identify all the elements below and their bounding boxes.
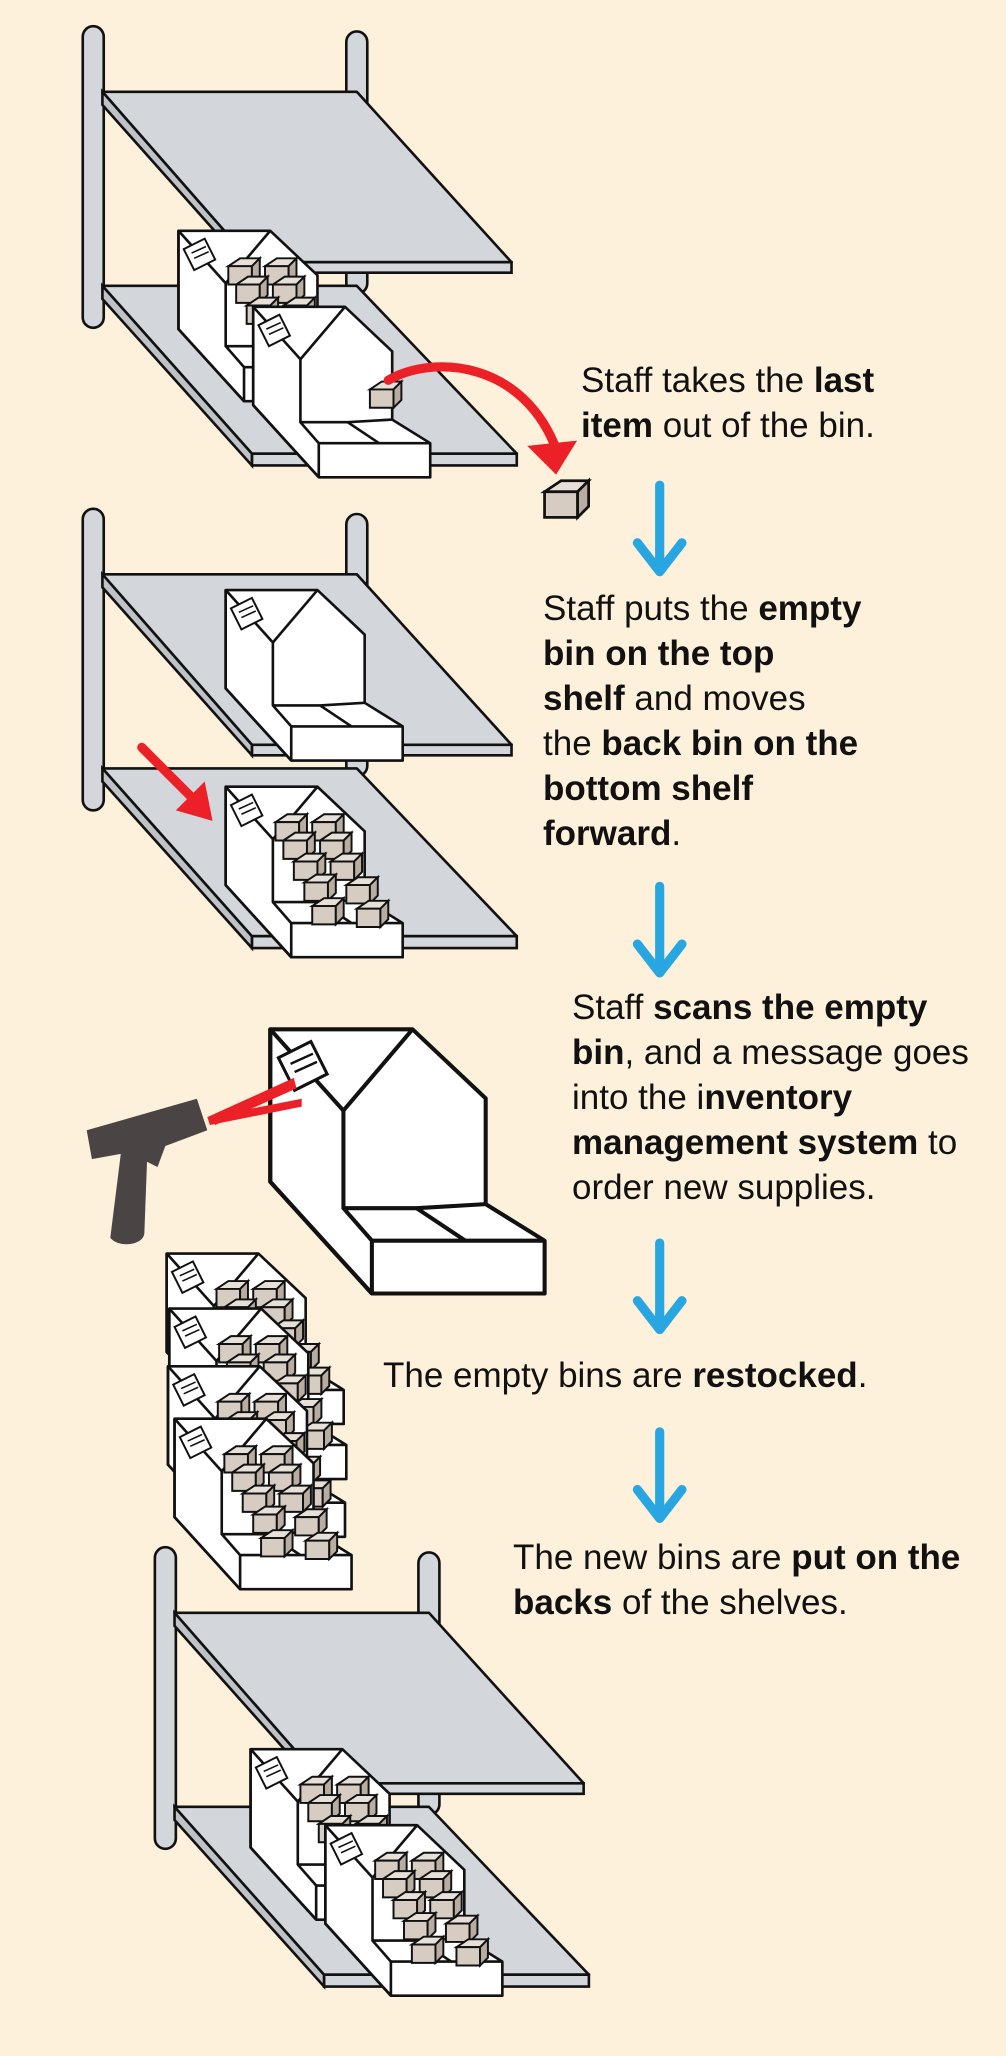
red-arrowhead-icon [527, 440, 578, 475]
restocked-bin-stack [167, 1254, 352, 1590]
step-2-segment: and moves the [543, 679, 806, 763]
step-3-segment: nventory management system [572, 1078, 919, 1162]
step-4-segment: restocked [692, 1356, 858, 1395]
step-3-segment: Staff [572, 988, 654, 1027]
shelf-unit-3 [153, 1545, 591, 1988]
red-arrowhead-icon-2 [175, 781, 213, 821]
step-5-text: The new bins are put on the backs of the… [513, 1535, 963, 1625]
blue-down-arrow-icon-2 [637, 886, 682, 973]
step-5-segment: The new bins are [513, 1538, 792, 1577]
step-1-segment: last item [581, 361, 875, 445]
step-2-segment: back bin on the bottom shelf forward [543, 724, 859, 853]
barcode-scanner-icon [86, 1077, 302, 1245]
blue-down-arrow-icon [637, 485, 682, 572]
step-3-text: Staff scans the empty bin, and a message… [572, 985, 992, 1210]
step-4-text: The empty bins are restocked. [383, 1353, 943, 1398]
step-4-segment: . [857, 1356, 868, 1395]
step-4-segment: The empty bins are [383, 1356, 693, 1395]
step-2-segment: empty bin on the top shelf [543, 589, 862, 718]
blue-down-arrow-icon-4 [637, 1432, 682, 1519]
step-5-segment: of the shelves. [612, 1583, 848, 1622]
red-arrow-icon-2 [137, 742, 202, 808]
step-1-segment: out of the bin. [652, 406, 875, 445]
step-5-segment: put on the backs [513, 1538, 961, 1622]
shelf-unit-1 [81, 24, 519, 467]
step-2-segment: . [671, 814, 682, 853]
red-arrow-icon [383, 362, 563, 457]
large-empty-bin [270, 1029, 544, 1293]
blue-down-arrow-icon-3 [637, 1243, 682, 1330]
taken-item-box [543, 479, 590, 519]
last-item-box [368, 380, 403, 409]
step-3-segment: scans the empty bin [572, 988, 928, 1072]
step-3-segment: , and a message goes into the i [572, 1033, 969, 1117]
step-2-segment: Staff puts the [543, 589, 759, 628]
step-1-text: Staff takes the last item out of the bin… [581, 358, 911, 448]
step-3-segment: to order new supplies. [572, 1123, 958, 1207]
step-1-segment: Staff takes the [581, 361, 814, 400]
step-2-text: Staff puts the empty bin on the top shel… [543, 586, 863, 856]
